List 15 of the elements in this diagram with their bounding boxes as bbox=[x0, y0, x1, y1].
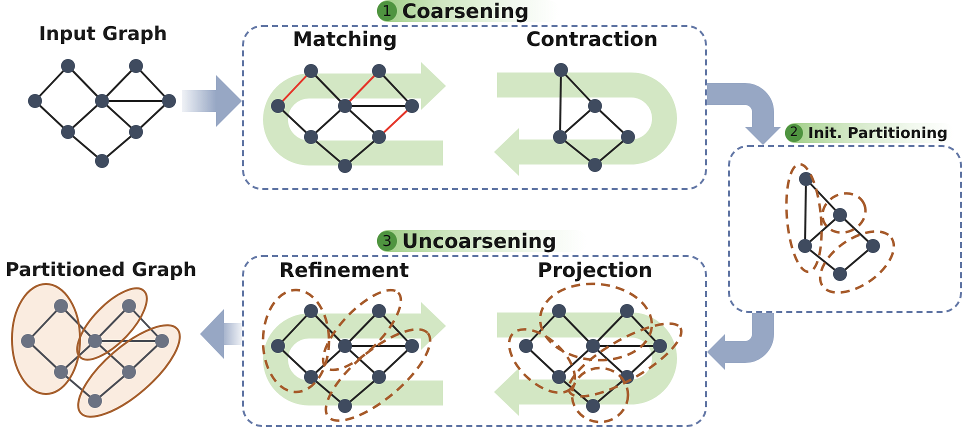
stage-title: Contraction bbox=[526, 27, 658, 51]
step-number-badge: 2 bbox=[785, 124, 803, 142]
block-arrow bbox=[200, 309, 242, 359]
stage-heading: Uncoarsening bbox=[402, 230, 557, 252]
graph-title: Partitioned Graph bbox=[5, 258, 197, 282]
stage-title: Refinement bbox=[279, 258, 409, 282]
stage-heading: Init. Partitioning bbox=[808, 124, 948, 142]
block-arrow bbox=[182, 75, 242, 127]
block-arrow bbox=[707, 83, 781, 145]
stage-heading: Coarsening bbox=[402, 0, 529, 22]
step-number-badge: 3 bbox=[377, 231, 397, 251]
stage-title: Projection bbox=[538, 258, 652, 282]
step-number-badge: 1 bbox=[377, 1, 397, 21]
stage-title: Matching bbox=[292, 27, 398, 51]
graph-title: Input Graph bbox=[38, 22, 168, 46]
